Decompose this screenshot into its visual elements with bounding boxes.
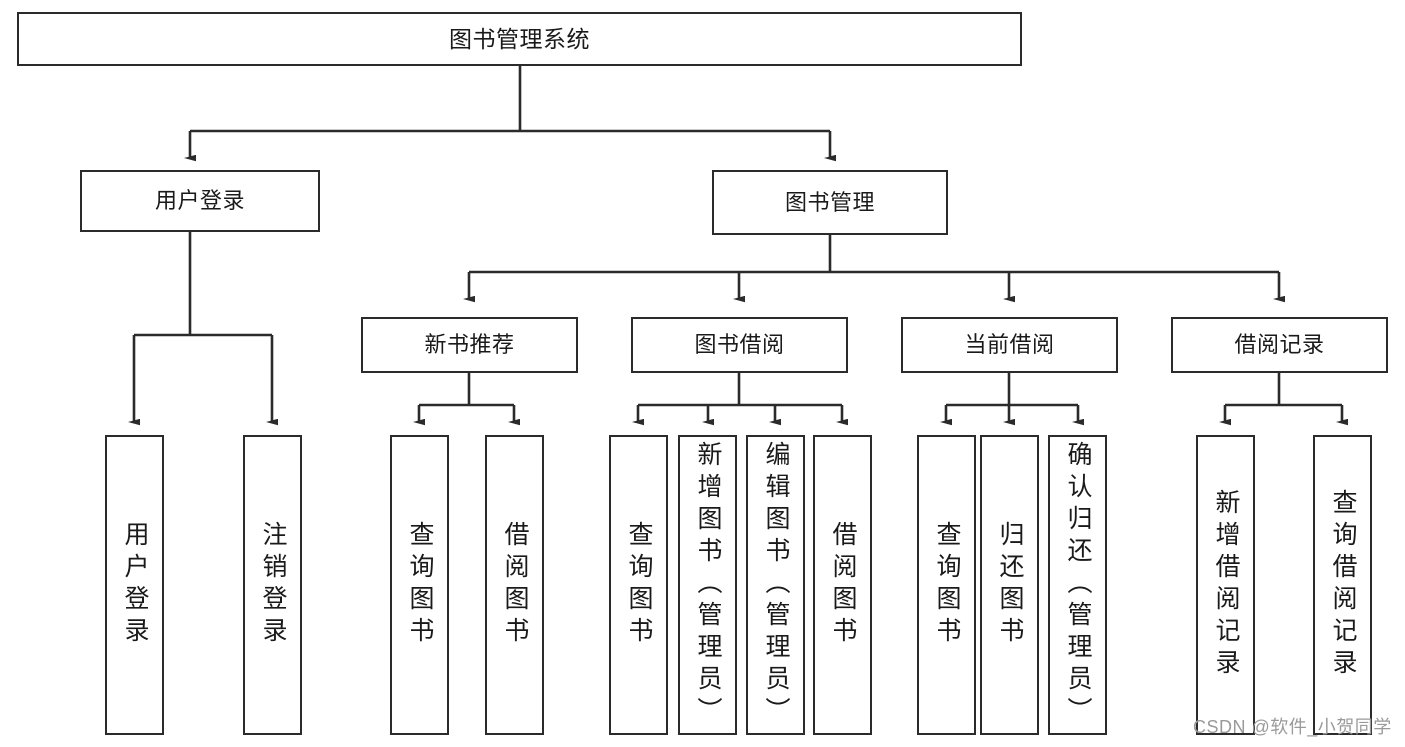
node-leaf-borrow-book-1-label: 借阅图书 (501, 521, 529, 649)
node-leaf-user-login[interactable]: 用户登录 (105, 435, 164, 735)
node-user-login-label: 用户登录 (154, 188, 245, 213)
node-leaf-edit-book-label: 编辑图书（管理员） (762, 441, 790, 729)
node-leaf-add-record-label: 新增借阅记录 (1212, 489, 1240, 681)
node-leaf-query-book-3[interactable]: 查询图书 (917, 435, 976, 735)
node-current-borrow-label: 当前借阅 (964, 332, 1055, 357)
node-leaf-add-record[interactable]: 新增借阅记录 (1196, 435, 1255, 735)
node-leaf-query-book-2-label: 查询图书 (625, 521, 653, 649)
node-root-label: 图书管理系统 (449, 25, 590, 52)
node-leaf-confirm-return-label: 确认归还（管理员） (1064, 441, 1092, 729)
node-leaf-borrow-book-1[interactable]: 借阅图书 (485, 435, 544, 735)
node-current-borrow[interactable]: 当前借阅 (901, 317, 1118, 373)
node-book-borrow[interactable]: 图书借阅 (631, 317, 848, 373)
node-book-management[interactable]: 图书管理 (712, 170, 948, 235)
node-leaf-query-book-3-label: 查询图书 (933, 521, 961, 649)
node-leaf-user-login-label: 用户登录 (121, 521, 149, 649)
node-leaf-query-record[interactable]: 查询借阅记录 (1313, 435, 1372, 735)
node-leaf-query-record-label: 查询借阅记录 (1329, 489, 1357, 681)
node-book-management-label: 图书管理 (784, 189, 875, 215)
node-leaf-query-book-2[interactable]: 查询图书 (609, 435, 668, 735)
node-leaf-query-book-1-label: 查询图书 (406, 521, 434, 649)
node-book-borrow-label: 图书借阅 (694, 332, 785, 357)
node-leaf-add-book[interactable]: 新增图书（管理员） (678, 435, 737, 735)
node-leaf-confirm-return[interactable]: 确认归还（管理员） (1048, 435, 1107, 735)
watermark: CSDN @软件_小贺同学 (1193, 717, 1392, 737)
node-leaf-borrow-book-2-label: 借阅图书 (829, 521, 857, 649)
node-root[interactable]: 图书管理系统 (17, 12, 1022, 66)
node-leaf-return-book-label: 归还图书 (996, 521, 1024, 649)
node-leaf-edit-book[interactable]: 编辑图书（管理员） (746, 435, 805, 735)
node-new-book-recommend[interactable]: 新书推荐 (361, 317, 578, 373)
node-borrow-record-label: 借阅记录 (1234, 332, 1325, 357)
node-leaf-query-book-1[interactable]: 查询图书 (390, 435, 449, 735)
node-leaf-add-book-label: 新增图书（管理员） (694, 441, 722, 729)
node-new-book-recommend-label: 新书推荐 (424, 332, 515, 357)
node-user-login[interactable]: 用户登录 (80, 170, 320, 232)
node-leaf-borrow-book-2[interactable]: 借阅图书 (813, 435, 872, 735)
node-leaf-logout[interactable]: 注销登录 (243, 435, 302, 735)
node-leaf-return-book[interactable]: 归还图书 (980, 435, 1039, 735)
node-borrow-record[interactable]: 借阅记录 (1171, 317, 1388, 373)
node-leaf-logout-label: 注销登录 (259, 521, 287, 649)
